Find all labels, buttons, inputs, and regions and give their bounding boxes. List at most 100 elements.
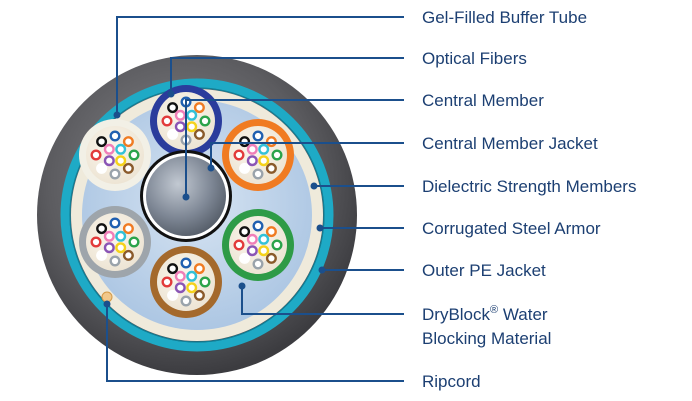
optical-fiber	[246, 245, 258, 257]
optical-fiber	[128, 149, 140, 161]
optical-fiber	[186, 121, 198, 133]
buffer-tube-brown	[150, 246, 222, 318]
optical-fiber	[199, 276, 211, 288]
leader-dryblock	[241, 288, 404, 315]
anchor-dielectric-strength-members	[310, 182, 318, 190]
optical-fiber	[109, 130, 121, 142]
optical-fiber	[122, 223, 134, 235]
optical-fiber	[103, 242, 115, 254]
leader-optical-fibers	[170, 57, 404, 92]
anchor-gel-filled-buffer-tube	[113, 111, 121, 119]
optical-fiber	[96, 249, 108, 261]
optical-fiber	[180, 257, 192, 269]
optical-fiber	[174, 282, 186, 294]
corrugated-steel-armor-ring	[60, 78, 334, 352]
leader-ripcord	[106, 304, 404, 382]
optical-fiber	[239, 136, 251, 148]
optical-fiber	[271, 149, 283, 161]
optical-fiber	[161, 115, 173, 127]
optical-fiber	[193, 263, 205, 275]
optical-fiber	[246, 233, 258, 245]
optical-fiber	[167, 128, 179, 140]
optical-fiber	[258, 143, 270, 155]
optical-fiber	[239, 252, 251, 264]
buffer-tubes-group	[79, 85, 294, 318]
optical-fiber	[161, 276, 173, 288]
label-dielectric-strength-members: Dielectric Strength Members	[422, 177, 636, 196]
optical-fiber	[233, 239, 245, 251]
optical-fiber	[167, 102, 179, 114]
optical-fiber	[109, 217, 121, 229]
optical-fiber	[258, 155, 270, 167]
optical-fiber	[271, 239, 283, 251]
optical-fiber	[239, 226, 251, 238]
optical-fiber	[193, 102, 205, 114]
buffer-tube-orange	[222, 119, 294, 191]
optical-fiber	[193, 128, 205, 140]
anchor-central-member-jacket	[207, 164, 215, 172]
optical-fiber	[167, 263, 179, 275]
buffer-tube-gray	[79, 206, 151, 278]
label-dryblock-name: DryBlock	[422, 305, 491, 324]
label-dryblock-registered-mark: ®	[490, 304, 498, 316]
label-dryblock-line-2: Blocking Material	[422, 329, 551, 348]
optical-fiber	[167, 289, 179, 301]
optical-fiber	[174, 109, 186, 121]
label-optical-fibers: Optical Fibers	[422, 49, 527, 68]
buffer-tube-white	[79, 119, 151, 191]
leader-gel-filled-buffer-tube	[116, 16, 404, 112]
optical-fiber	[246, 155, 258, 167]
optical-fiber	[180, 295, 192, 307]
optical-fiber	[109, 255, 121, 267]
label-outer-pe-jacket: Outer PE Jacket	[422, 261, 546, 280]
optical-fiber	[186, 270, 198, 282]
label-gel-filled-buffer-tube: Gel-Filled Buffer Tube	[422, 8, 587, 27]
optical-fiber	[103, 230, 115, 242]
optical-fiber	[103, 155, 115, 167]
label-central-member-jacket: Central Member Jacket	[422, 134, 598, 153]
optical-fiber	[186, 282, 198, 294]
optical-fiber	[265, 162, 277, 174]
optical-fiber	[252, 258, 264, 270]
label-central-member: Central Member	[422, 91, 544, 110]
leader-central-member-jacket	[210, 142, 404, 168]
optical-fiber	[174, 121, 186, 133]
optical-fiber	[252, 220, 264, 232]
optical-fiber	[115, 242, 127, 254]
optical-fiber	[103, 143, 115, 155]
optical-fiber	[174, 270, 186, 282]
optical-fiber	[265, 226, 277, 238]
anchor-ripcord	[103, 300, 111, 308]
optical-fiber	[186, 109, 198, 121]
anchor-optical-fibers	[167, 90, 175, 98]
optical-fiber	[246, 143, 258, 155]
optical-fiber	[109, 168, 121, 180]
anchor-corrugated-steel-armor	[316, 224, 324, 232]
optical-fiber	[122, 162, 134, 174]
anchor-central-member	[182, 193, 190, 201]
label-dryblock-line-1: DryBlock® Water	[422, 304, 548, 324]
optical-fiber	[252, 130, 264, 142]
anchor-outer-pe-jacket	[318, 266, 326, 274]
optical-fiber	[96, 136, 108, 148]
optical-fiber	[252, 168, 264, 180]
optical-fiber	[96, 162, 108, 174]
optical-fiber	[122, 136, 134, 148]
optical-fiber	[199, 115, 211, 127]
labels: Gel-Filled Buffer Tube Optical Fibers Ce…	[422, 8, 636, 391]
optical-fiber	[96, 223, 108, 235]
optical-fiber	[233, 149, 245, 161]
optical-fiber	[115, 143, 127, 155]
optical-fiber	[122, 249, 134, 261]
anchor-dryblock	[238, 282, 246, 290]
leader-lines	[103, 16, 404, 382]
optical-fiber	[258, 233, 270, 245]
optical-fiber	[115, 230, 127, 242]
optical-fiber	[115, 155, 127, 167]
leader-central-member	[185, 99, 404, 194]
optical-fiber	[193, 289, 205, 301]
buffer-tube-green	[222, 209, 294, 281]
optical-fiber	[90, 149, 102, 161]
optical-fiber	[265, 136, 277, 148]
label-corrugated-steel-armor: Corrugated Steel Armor	[422, 219, 601, 238]
